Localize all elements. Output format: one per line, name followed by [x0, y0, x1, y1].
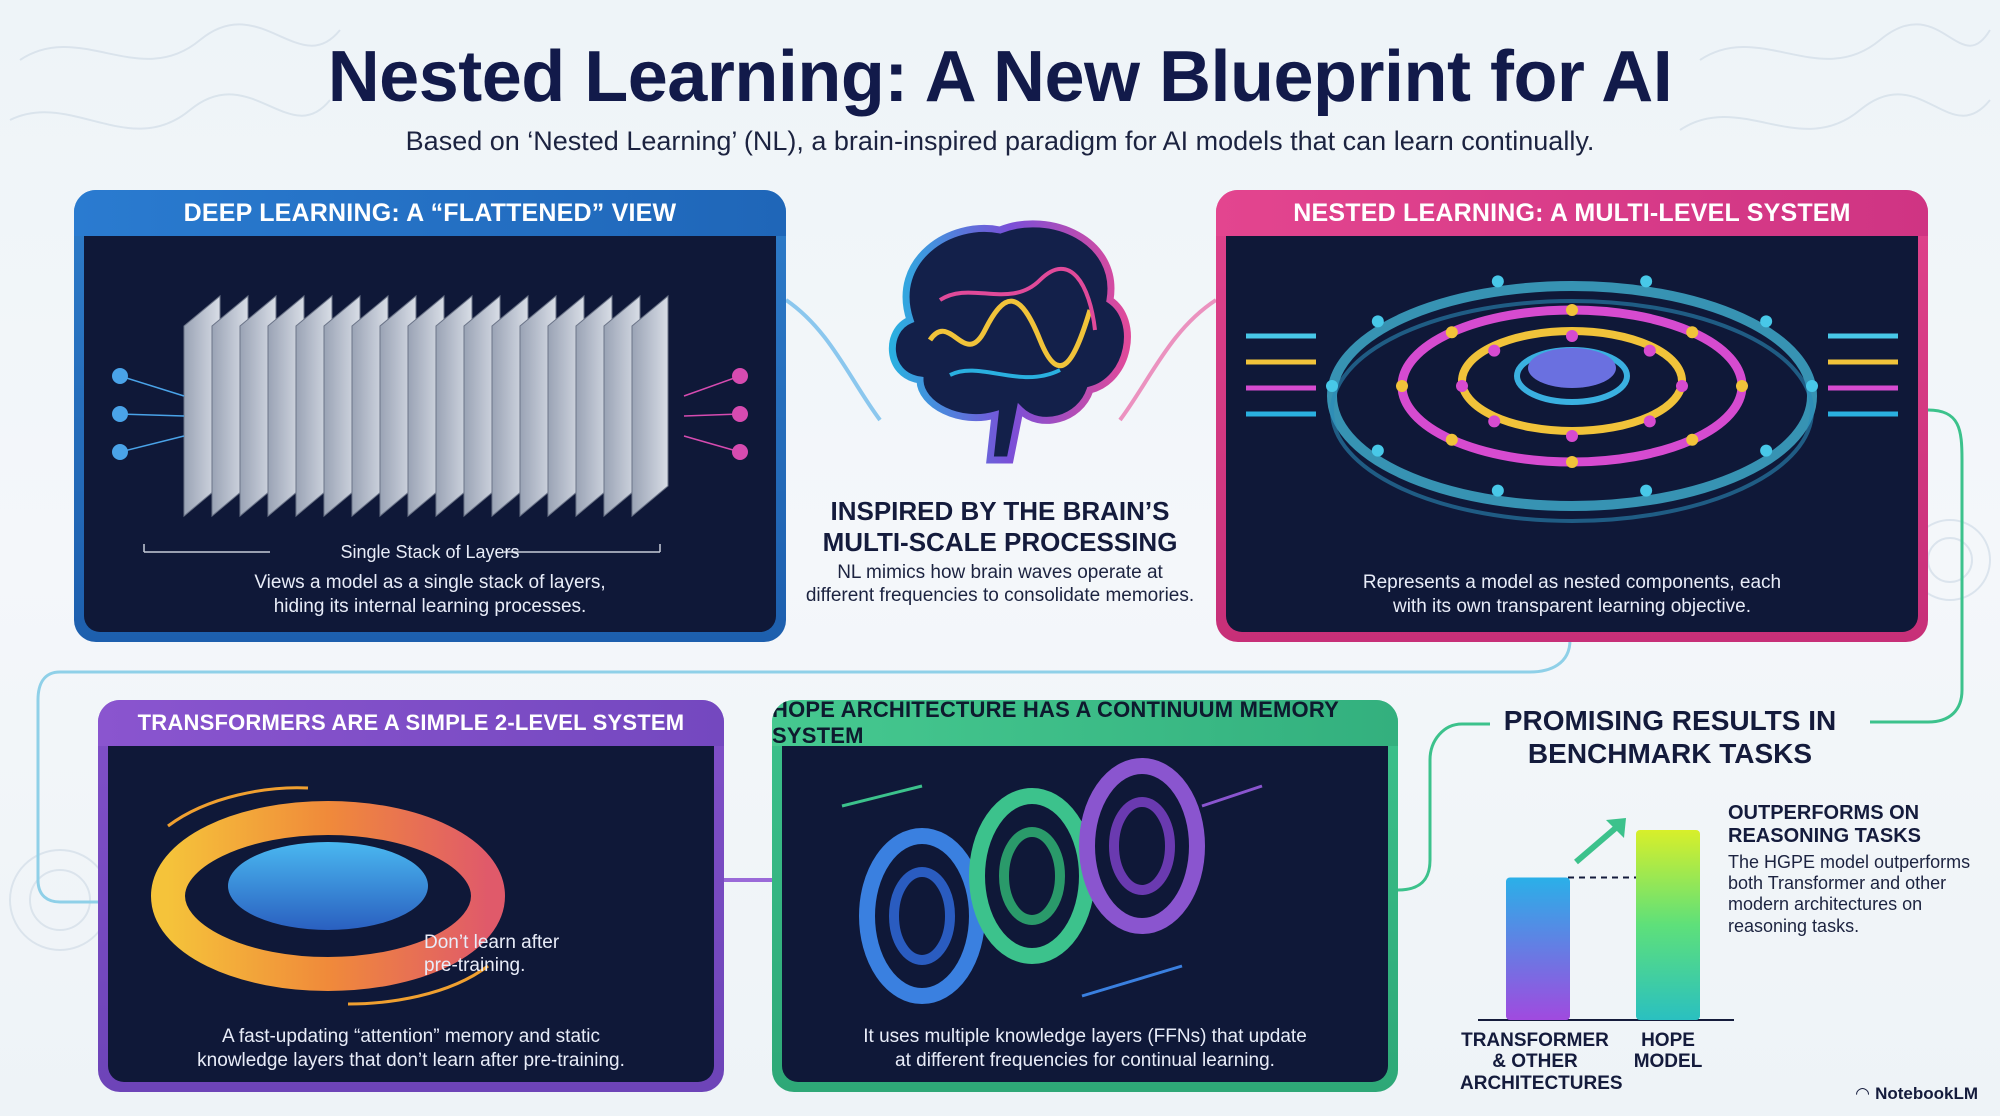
bar-hope [1636, 830, 1700, 1020]
results-title: PROMISING RESULTS IN BENCHMARK TASKS [1490, 704, 1850, 770]
bar2-label-line2: MODEL [1633, 1051, 1703, 1073]
ring-node [1640, 484, 1653, 497]
ring-node [1686, 326, 1699, 339]
bar2-label: HOPE MODEL [1618, 1030, 1718, 1073]
bar1-label-line2: & OTHER [1492, 1051, 1578, 1073]
hope-panel: HOPE ARCHITECTURE HAS A CONTINUUM MEMORY… [772, 700, 1398, 1092]
bar1-label-line3: ARCHITECTURES [1460, 1072, 1623, 1094]
ring-node [1736, 380, 1748, 392]
nested-caption-line1: Represents a model as nested components,… [1362, 572, 1782, 593]
page-subtitle: Based on ‘Nested Learning’ (NL), a brain… [405, 126, 1595, 156]
ring-node [1760, 444, 1773, 457]
outperforms-description: The HGPE model outperforms both Transfor… [1728, 852, 1971, 936]
deep-caption-line1: Views a model as a single stack of layer… [254, 572, 606, 593]
outperforms-heading: OUTPERFORMS ON REASONING TASKS [1728, 802, 1968, 848]
layer-slab [631, 294, 669, 518]
brand-mark: ◠ NotebookLM [1856, 1084, 1978, 1104]
deep-caption-line2: hiding its internal learning processes. [273, 596, 587, 617]
ring-node [1676, 380, 1688, 392]
bar2-label-line1: HOPE [1641, 1030, 1695, 1051]
nested-caption-line2: with its own transparent learning object… [1392, 596, 1752, 617]
ring-node [1643, 415, 1656, 428]
ring-node [1566, 304, 1578, 316]
side-note-line1: Don’t learn after [424, 932, 560, 953]
transformers-caption-line1: A fast-updating “attention” memory and s… [221, 1026, 601, 1047]
hope-body: It uses multiple knowledge layers (FFNs)… [782, 746, 1388, 1082]
improvement-arrow-head [1606, 818, 1626, 838]
outperforms-heading-line1: OUTPERFORMS ON [1728, 802, 1920, 824]
transformers-side-note: Don’t learn after pre-training. [424, 932, 624, 978]
results-title-line2: BENCHMARK TASKS [1527, 738, 1813, 770]
deep-learning-body: Single Stack of Layers Views a model as … [84, 236, 776, 632]
stack-label: Single Stack of Layers [340, 542, 520, 562]
two-level-ring-illustration [151, 786, 505, 1006]
ring-node [1456, 380, 1468, 392]
ring-node [1396, 380, 1408, 392]
ring-node [1566, 330, 1578, 342]
ring-node [1806, 380, 1818, 392]
ring-node [1371, 315, 1384, 328]
page-title: Nested Learning: A New Blueprint for AI [327, 37, 1673, 117]
outperforms-heading-line2: REASONING TASKS [1728, 825, 1921, 847]
ring-node [1491, 484, 1504, 497]
results-title-line1: PROMISING RESULTS IN [1503, 705, 1837, 736]
transformers-caption-line2: knowledge layers that don’t learn after … [197, 1050, 625, 1071]
ring-node [1445, 433, 1458, 446]
ring-node [1566, 456, 1578, 468]
side-note-line2: pre-training. [424, 954, 526, 976]
deep-learning-panel: DEEP LEARNING: A “FLATTENED” VIEW [74, 190, 786, 642]
improvement-arrow [1574, 823, 1620, 865]
brain-description: NL mimics how brain waves operate at dif… [790, 562, 1210, 608]
ring-node [1491, 275, 1504, 288]
hope-caption-line2: at different frequencies for continual l… [895, 1050, 1275, 1071]
ring-node [1488, 415, 1501, 428]
ring-node [1643, 344, 1656, 357]
results-bar-chart [1478, 818, 1734, 1021]
brain-title-line1: INSPIRED BY THE BRAIN’S [830, 496, 1170, 526]
bar1-label: TRANSFORMER & OTHER ARCHITECTURES [1460, 1030, 1623, 1094]
nested-learning-body: Represents a model as nested components,… [1226, 236, 1918, 632]
notebooklm-icon: ◠ [1855, 1084, 1870, 1103]
transformers-header: TRANSFORMERS ARE A SIMPLE 2-LEVEL SYSTEM [98, 700, 724, 746]
ring-node [1566, 430, 1578, 442]
continuum-rings-illustration [841, 758, 1263, 1004]
layer-stack-illustration [112, 294, 748, 553]
brain-desc-line2: different frequencies to consolidate mem… [805, 584, 1195, 606]
brain-desc-line1: NL mimics how brain waves operate at [837, 562, 1163, 583]
ring-node [1371, 444, 1384, 457]
nested-learning-panel: NESTED LEARNING: A MULTI-LEVEL SYSTEM Re… [1216, 190, 1928, 642]
ring-node [1445, 326, 1458, 339]
transformers-panel: TRANSFORMERS ARE A SIMPLE 2-LEVEL SYSTEM… [98, 700, 724, 1092]
deep-learning-header: DEEP LEARNING: A “FLATTENED” VIEW [74, 190, 786, 236]
brain-icon [888, 220, 1131, 464]
ring-node [1760, 315, 1773, 328]
brain-title-line2: MULTI-SCALE PROCESSING [822, 526, 1178, 557]
bar-transformer [1506, 877, 1570, 1020]
brain-block: INSPIRED BY THE BRAIN’S MULTI-SCALE PROC… [790, 190, 1210, 640]
brand-name: NotebookLM [1875, 1084, 1978, 1103]
ring-node [1640, 275, 1653, 288]
ring-node [1488, 344, 1501, 357]
hope-header: HOPE ARCHITECTURE HAS A CONTINUUM MEMORY… [772, 700, 1398, 748]
bar1-label-line1: TRANSFORMER [1461, 1030, 1609, 1051]
brain-title: INSPIRED BY THE BRAIN’S MULTI-SCALE PROC… [790, 496, 1210, 557]
ring-node [1326, 380, 1338, 392]
nested-learning-header: NESTED LEARNING: A MULTI-LEVEL SYSTEM [1216, 190, 1928, 236]
nested-rings-illustration [1246, 275, 1898, 523]
ring-node [1686, 433, 1699, 446]
hope-caption-line1: It uses multiple knowledge layers (FFNs)… [863, 1026, 1307, 1047]
transformers-body: Don’t learn after pre-training. A fast-u… [108, 746, 714, 1082]
